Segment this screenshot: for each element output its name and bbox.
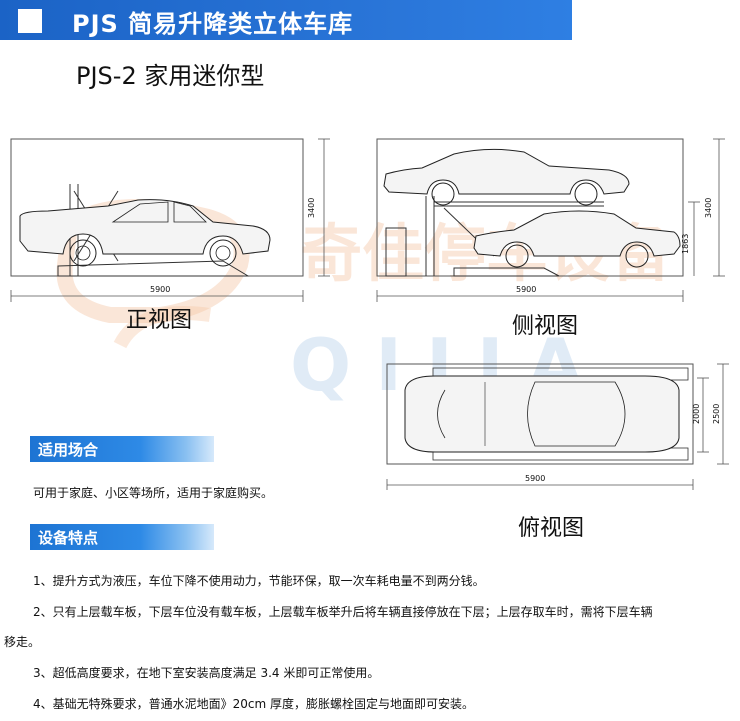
front-height-dim: 3400	[307, 198, 316, 218]
top-view-drawing: 2000 2500 5900	[385, 360, 740, 490]
top-inner-width-dim: 2000	[692, 404, 701, 424]
side-width-dim: 5900	[516, 285, 536, 294]
front-width-dim: 5900	[150, 285, 170, 294]
feature-item-2-continued: 移走。	[4, 635, 41, 649]
square-icon	[18, 9, 42, 33]
side-view-caption: 侧视图	[512, 314, 579, 339]
feature-item-3: 3、超低高度要求，在地下室安装高度满足 3.4 米即可正常使用。	[33, 666, 380, 680]
top-view-caption: 俯视图	[518, 516, 585, 541]
top-width-dim: 5900	[525, 474, 545, 483]
usage-heading: 适用场合	[38, 441, 99, 459]
product-subtitle: PJS-2 家用迷你型	[76, 62, 265, 90]
header-banner: PJS 简易升降类立体车库	[0, 0, 572, 40]
features-heading: 设备特点	[38, 529, 99, 547]
page-title: PJS 简易升降类立体车库	[72, 10, 354, 38]
top-outer-width-dim: 2500	[712, 404, 721, 424]
side-height-dim: 3400	[704, 198, 713, 218]
usage-section-header: 适用场合	[30, 436, 214, 462]
feature-item-1: 1、提升方式为液压，车位下降不使用动力，节能环保，取一次车耗电量不到两分钱。	[33, 574, 485, 588]
front-view-caption: 正视图	[126, 308, 193, 333]
feature-item-4: 4、基础无特殊要求，普通水泥地面》20cm 厚度，膨胀螺栓固定与地面即可安装。	[33, 697, 475, 711]
side-view-drawing: 3400 1863 5900	[374, 136, 740, 306]
side-mid-dim: 1863	[681, 234, 690, 254]
front-view-drawing: 3400 5900	[8, 136, 338, 306]
features-section-header: 设备特点	[30, 524, 214, 550]
feature-item-2: 2、只有上层载车板，下层车位没有载车板，上层载车板举升后将车辆直接停放在下层；上…	[33, 605, 653, 619]
usage-text: 可用于家庭、小区等场所，适用于家庭购买。	[33, 486, 274, 500]
